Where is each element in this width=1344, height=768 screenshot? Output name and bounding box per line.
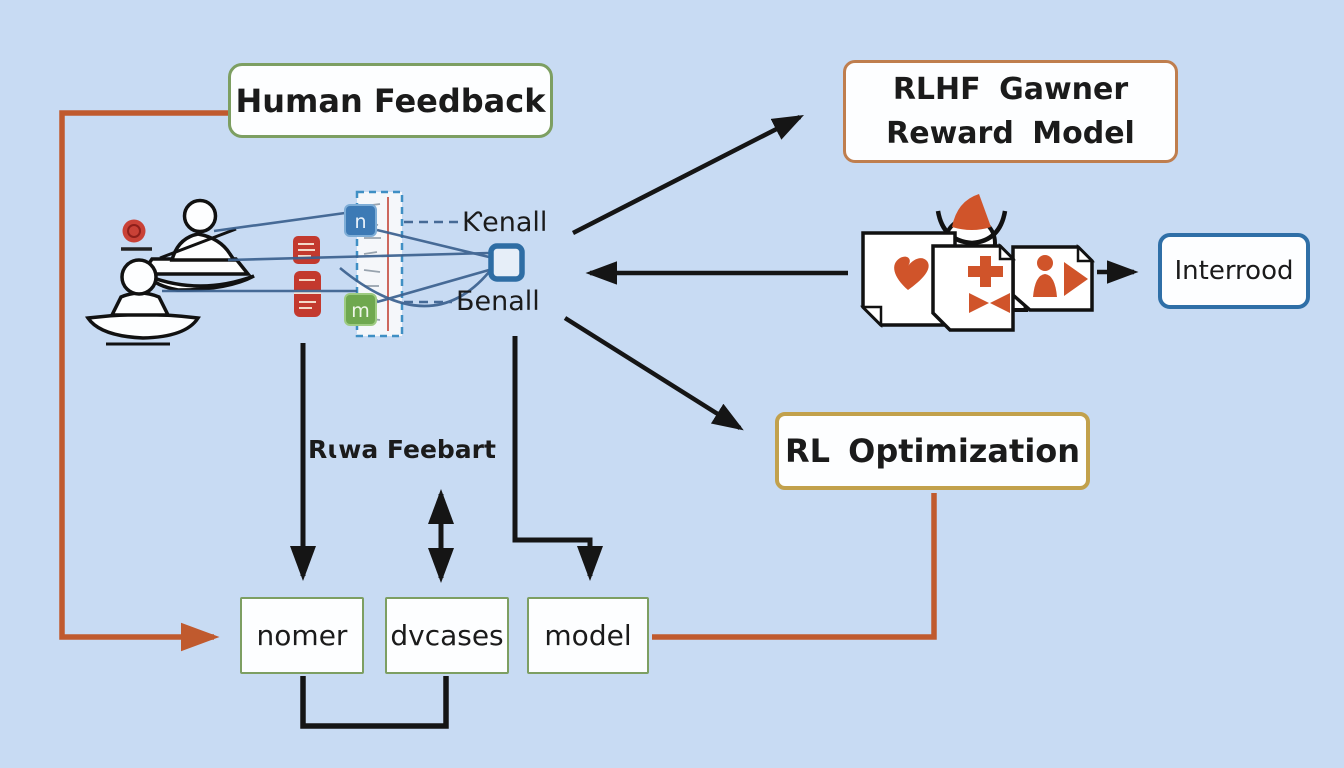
arrow-to-rl-optimization bbox=[563, 316, 744, 431]
nomer-label: nomer bbox=[256, 619, 348, 652]
bowtie-icon bbox=[969, 293, 1010, 313]
model-label: model bbox=[544, 619, 632, 652]
reward-model-label-line2: Reward Model bbox=[886, 115, 1135, 151]
network-connector-lines bbox=[162, 211, 490, 308]
doc-card-people-play bbox=[1011, 243, 1096, 312]
play-icon bbox=[1064, 262, 1088, 296]
human-feedback-node: Human Feedback bbox=[228, 63, 553, 138]
elbow-arrow-to-model bbox=[512, 336, 603, 581]
crescent-icon bbox=[935, 210, 1008, 246]
output-square-icon bbox=[488, 243, 525, 282]
model-node: model bbox=[527, 597, 649, 674]
token-icon-blue: n bbox=[344, 204, 377, 237]
person-silhouette-icon bbox=[1033, 255, 1057, 297]
dvcases-label: dvcases bbox=[390, 619, 504, 652]
reward-model-node: RLHF Gawner Reward Model bbox=[843, 60, 1178, 163]
heart-icon bbox=[894, 256, 929, 290]
output-label-top: Ƙenall bbox=[462, 207, 548, 238]
output-label-bottom: Ƃenall bbox=[456, 286, 540, 317]
token-blue-letter: n bbox=[354, 211, 366, 233]
red-badge-icon bbox=[121, 219, 152, 251]
feedback-label: Rɩwa Feebart bbox=[308, 435, 496, 464]
flame-hat-icon bbox=[952, 194, 991, 230]
dvcases-node: dvcases bbox=[385, 597, 509, 674]
u-connector-nomer-dvcases bbox=[300, 676, 449, 729]
annotator-back-figure bbox=[84, 258, 201, 346]
doc-card-plus-bowtie bbox=[931, 242, 1017, 332]
interrood-node: Interrood bbox=[1158, 233, 1310, 309]
annotator-front-figure bbox=[138, 198, 255, 292]
human-feedback-label: Human Feedback bbox=[235, 81, 546, 120]
rl-optimization-label: RL Optimization bbox=[784, 432, 1081, 470]
arrow-to-reward-model bbox=[571, 114, 805, 236]
interrood-label: Interrood bbox=[1174, 256, 1294, 286]
red-label-icon-top bbox=[293, 236, 320, 264]
rl-optimization-node: RL Optimization bbox=[775, 412, 1090, 490]
orange-feedback-path-left bbox=[59, 110, 228, 652]
token-green-letter: m bbox=[351, 300, 370, 322]
plus-icon bbox=[968, 256, 1003, 287]
nomer-node: nomer bbox=[240, 597, 364, 674]
reward-model-label-line1: RLHF Gawner bbox=[892, 72, 1129, 107]
orange-path-model-to-rl bbox=[652, 493, 937, 640]
token-icon-green: m bbox=[344, 293, 377, 326]
red-label-icon-bottom bbox=[294, 271, 321, 317]
